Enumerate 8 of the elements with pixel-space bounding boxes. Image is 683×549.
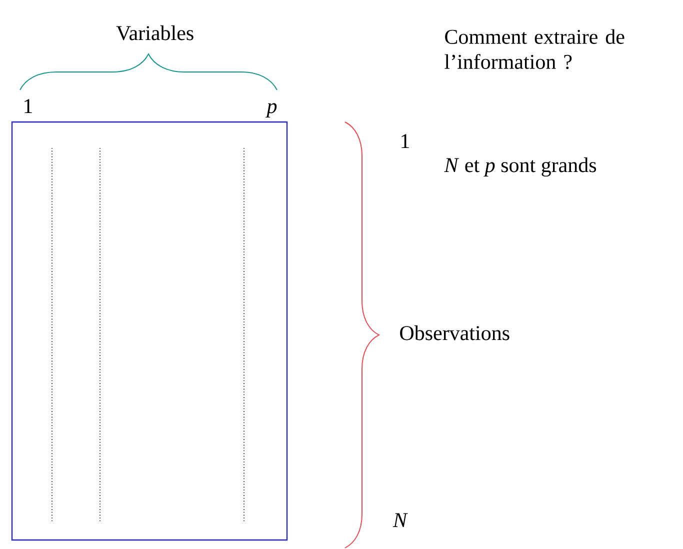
index-label: 1 (24, 99, 32, 113)
index-label: N (392, 513, 408, 527)
index-label: p (266, 103, 277, 118)
index-label: 1 (402, 134, 409, 148)
note-text: N et p sont grands (444, 157, 596, 177)
question-text: Comment extraire de l’information ? (444, 29, 624, 70)
axis-title: Observations (400, 325, 510, 340)
axis-title: Variables (116, 25, 194, 40)
